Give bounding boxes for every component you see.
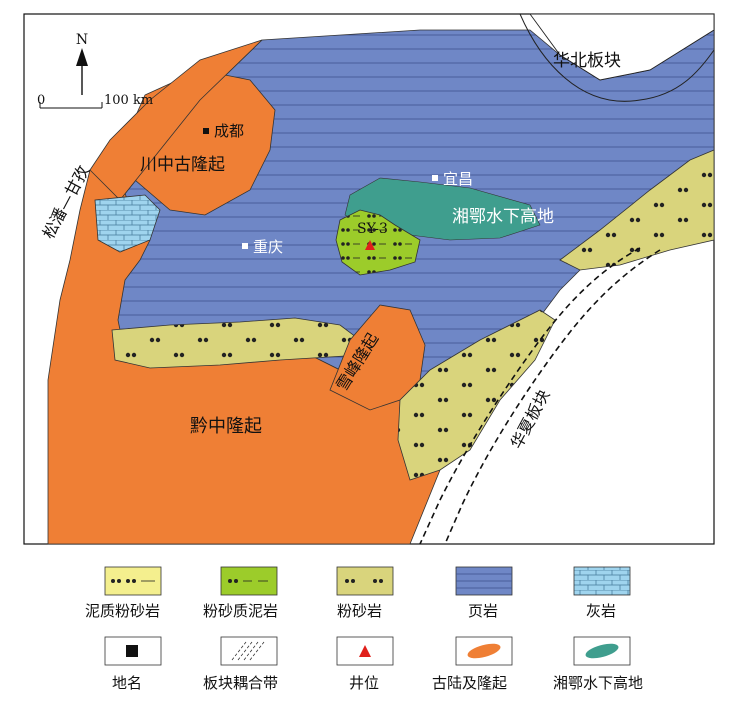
limestone-area (94, 194, 161, 253)
scale-bar: 0 100 km (37, 93, 153, 109)
svg-text:古陆及隆起: 古陆及隆起 (432, 674, 507, 692)
silty-mudstone-area (335, 209, 421, 276)
legend-item-place-name: 地名 (104, 636, 162, 692)
northwest-uplift-area (89, 39, 263, 201)
chengdu-marker (203, 128, 209, 134)
well-marker (365, 240, 375, 250)
qianzhong-label: 黔中隆起 (190, 416, 262, 437)
chengdu-label: 成都 (214, 122, 244, 140)
svg-text:灰岩: 灰岩 (586, 602, 616, 620)
legend-item-siltstone: 粉砂岩 (336, 566, 394, 620)
legend-item-silty-mudstone: 粉砂质泥岩 (203, 566, 278, 620)
yichang-label: 宜昌 (443, 170, 473, 188)
legend: 泥质粉砂岩 粉砂质泥岩 粉砂岩 页岩 灰岩 (85, 566, 643, 692)
chongqing-marker (242, 243, 248, 249)
north-arrow: N (76, 32, 88, 95)
chuanzhong-label: 川中古隆起 (140, 155, 225, 175)
siltstone-northeast-band (559, 149, 715, 271)
legend-item-shale: 页岩 (455, 566, 513, 620)
svg-text:板块耦合带: 板块耦合带 (203, 674, 278, 692)
xiange-label: 湘鄂水下高地 (452, 207, 554, 227)
huabei-plate-boundary (519, 13, 715, 102)
svg-text:粉砂质泥岩: 粉砂质泥岩 (203, 602, 278, 620)
north-label: N (76, 32, 88, 48)
svg-text:泥质粉砂岩: 泥质粉砂岩 (85, 602, 160, 620)
svg-text:井位: 井位 (349, 674, 379, 692)
well-label: SY-3 (357, 221, 388, 237)
siltstone-east-band (397, 309, 556, 481)
legend-item-xiange-underwater-high: 湘鄂水下高地 (553, 636, 643, 692)
legend-item-plate-coupling-zone: 板块耦合带 (203, 636, 278, 692)
svg-text:地名: 地名 (112, 674, 142, 692)
legend-item-well-location: 井位 (336, 636, 394, 692)
scale-distance-label: 100 km (104, 93, 153, 108)
plate-coupling-line-1 (419, 247, 641, 545)
scale-zero-label: 0 (37, 93, 45, 108)
svg-text:湘鄂水下高地: 湘鄂水下高地 (553, 674, 643, 692)
yichang-marker (432, 175, 438, 181)
legend-item-limestone: 灰岩 (573, 566, 631, 620)
chongqing-label: 重庆 (253, 238, 283, 256)
huabei-plate-area (529, 13, 715, 81)
huabei-label: 华北板块 (553, 51, 621, 71)
plate-coupling-line-2 (444, 249, 661, 545)
svg-text:页岩: 页岩 (468, 602, 498, 620)
legend-item-muddy-siltstone: 泥质粉砂岩 (85, 566, 162, 620)
legend-item-paleoland-uplift: 古陆及隆起 (432, 636, 513, 692)
svg-text:粉砂岩: 粉砂岩 (337, 602, 382, 620)
xuefeng-uplift-area (329, 304, 426, 411)
